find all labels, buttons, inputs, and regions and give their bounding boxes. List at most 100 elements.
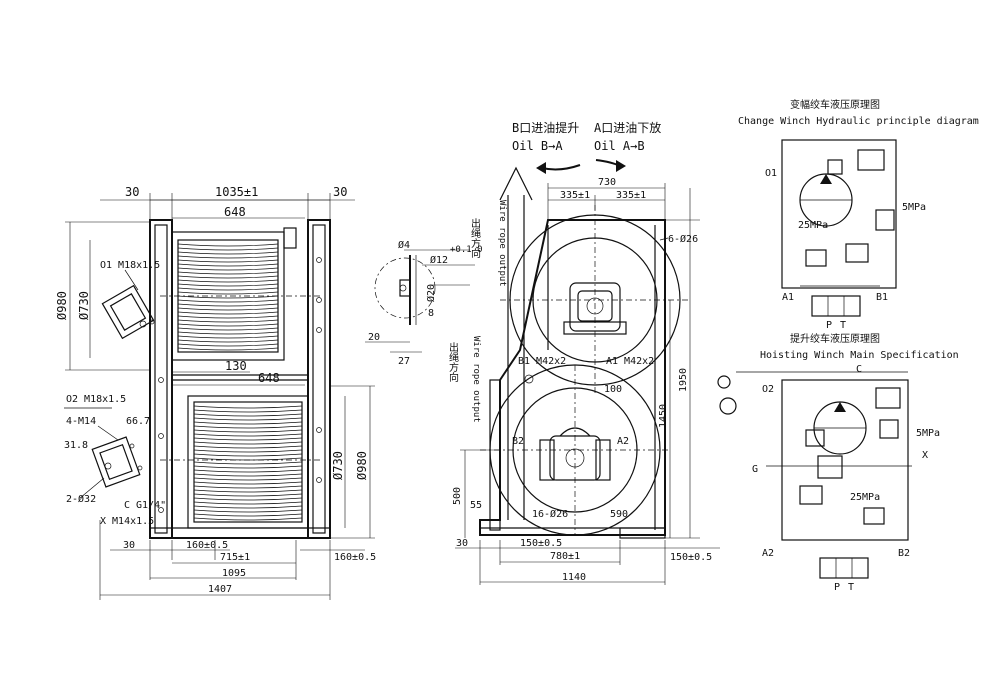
dia-730-bottom: Ø730 bbox=[331, 451, 345, 480]
base-160-right: 160±0.5 bbox=[334, 552, 376, 563]
dim-150-left: 150±0.5 bbox=[520, 538, 562, 549]
rope-coil bbox=[193, 417, 303, 421]
base-1407: 1407 bbox=[208, 584, 232, 595]
hyd-top-a1: A1 bbox=[782, 292, 794, 303]
rope-coil bbox=[177, 255, 279, 259]
right-diameter-dims: Ø730 Ø980 bbox=[330, 385, 375, 539]
bottom-dims: 30 160±0.5 715±1 1095 1407 160±0.5 bbox=[99, 520, 376, 600]
hyd-top-25mpa: 25MPa bbox=[798, 220, 828, 231]
rope-coil bbox=[177, 307, 279, 311]
left-view: 30 1035±1 30 648 bbox=[55, 185, 376, 600]
upper-drum bbox=[160, 227, 320, 361]
detail-d20: 20 bbox=[368, 332, 380, 343]
hydraulic-diagram-top: 变幅绞车液压原理图 Change Winch Hydraulic princip… bbox=[738, 98, 979, 331]
rope-coil bbox=[177, 247, 279, 251]
dim-1450: 1450 bbox=[658, 404, 669, 428]
dim-55: 55 bbox=[470, 500, 482, 511]
offset-130: 130 bbox=[225, 359, 247, 373]
rope-arrow-shaft bbox=[507, 195, 525, 520]
rope-coil bbox=[193, 489, 303, 493]
rope-coil bbox=[177, 311, 279, 315]
rope-coil bbox=[177, 347, 279, 351]
hyd-bot-5mpa: 5MPa bbox=[916, 428, 940, 439]
pump-icon bbox=[719, 397, 737, 415]
rope-coil bbox=[193, 425, 303, 429]
port-a1: A1 M42x2 bbox=[606, 356, 654, 367]
housing bbox=[479, 219, 666, 536]
hyd-bot-x: X bbox=[922, 450, 928, 461]
rope-coil bbox=[193, 473, 303, 477]
holes-6-26: 6-Ø26 bbox=[668, 233, 698, 245]
rope-coil bbox=[193, 433, 303, 437]
rope-coil bbox=[177, 275, 279, 279]
hyd-bot-t: T bbox=[848, 582, 854, 593]
left-diameter-dims: Ø980 Ø730 bbox=[55, 221, 150, 371]
dim-730: 730 bbox=[598, 177, 616, 188]
directional-valve-top bbox=[811, 295, 861, 317]
rope-coil bbox=[193, 477, 303, 481]
arrow-b-cn: B口进油提升 bbox=[512, 120, 579, 135]
dia-980-top: Ø980 bbox=[55, 291, 69, 320]
rope-coil bbox=[193, 429, 303, 433]
rope-coil bbox=[193, 513, 303, 517]
port-a2: A2 bbox=[617, 436, 629, 447]
rope-coil bbox=[193, 501, 303, 505]
rope-coil bbox=[177, 315, 279, 319]
rope-coil bbox=[193, 509, 303, 513]
rope-coil bbox=[177, 271, 279, 275]
detail-phi20: Ø20 bbox=[425, 284, 437, 302]
port-x: X M14x1.5 bbox=[100, 516, 154, 527]
holes-16-26: 16-Ø26 bbox=[532, 508, 568, 520]
base-1095: 1095 bbox=[222, 568, 246, 579]
rope-top-cn: 出绳方向 bbox=[469, 217, 481, 258]
rope-coil bbox=[177, 295, 279, 299]
hyd-top-title-cn: 变幅绞车液压原理图 bbox=[790, 98, 880, 111]
rope-coil bbox=[193, 485, 303, 489]
middle-dims: 130 648 bbox=[172, 359, 305, 386]
hyd-bot-title-cn: 提升绞车液压原理图 bbox=[790, 332, 880, 345]
rope-coil bbox=[193, 405, 303, 409]
rope-coil bbox=[193, 481, 303, 485]
rope-coil bbox=[177, 323, 279, 327]
rope-coil bbox=[193, 517, 303, 521]
upper-hydraulic-motor bbox=[563, 282, 627, 335]
dim-335-left: 335±1 bbox=[560, 190, 590, 201]
dim-780: 780±1 bbox=[550, 551, 580, 562]
lower-hydraulic-motor bbox=[539, 427, 611, 481]
rope-coil bbox=[177, 279, 279, 283]
port-o1: O1 M18x1.5 bbox=[100, 260, 160, 271]
dim-500: 500 bbox=[452, 487, 463, 505]
hyd-bot-25mpa: 25MPa bbox=[850, 492, 880, 503]
dim-1950: 1950 bbox=[678, 368, 689, 392]
dim-side-left: 30 bbox=[125, 185, 139, 199]
hyd-bot-a2: A2 bbox=[762, 548, 774, 559]
rope-coil bbox=[177, 331, 279, 335]
dim-side-right: 30 bbox=[333, 185, 347, 199]
rope-coil bbox=[177, 251, 279, 255]
hydraulic-diagram-bottom: 提升绞车液压原理图 Hoisting Winch Main Specificat… bbox=[717, 332, 959, 593]
rope-coil bbox=[177, 343, 279, 347]
dim-335-right: 335±1 bbox=[616, 190, 646, 201]
dim-100: 100 bbox=[604, 384, 622, 395]
rope-coil bbox=[177, 283, 279, 287]
rope-coil bbox=[193, 469, 303, 473]
hyd-bot-p: P bbox=[834, 582, 840, 593]
arrow-b-en: Oil B→A bbox=[512, 139, 563, 153]
port-b2: B2 bbox=[512, 436, 524, 447]
rope-coil bbox=[193, 413, 303, 417]
dim-150-right: 150±0.5 bbox=[670, 552, 712, 563]
hyd-bot-title-en: Hoisting Winch Main Specification bbox=[760, 350, 959, 361]
hyd-top-5mpa: 5MPa bbox=[902, 202, 926, 213]
arrow-a-en: Oil A→B bbox=[594, 139, 645, 153]
rope-coil bbox=[193, 505, 303, 509]
hyd-top-p: P bbox=[826, 320, 832, 331]
rope-coil bbox=[193, 437, 303, 441]
rope-coil bbox=[193, 493, 303, 497]
rope-coil bbox=[177, 335, 279, 339]
rope-arrow-up-icon bbox=[499, 166, 533, 201]
drum-width-bottom: 648 bbox=[258, 371, 280, 385]
lower-drum bbox=[160, 395, 320, 529]
rope-coil bbox=[177, 303, 279, 307]
port-b1: B1 M42x2 bbox=[518, 356, 566, 367]
hyd-top-o1: O1 bbox=[765, 168, 777, 179]
